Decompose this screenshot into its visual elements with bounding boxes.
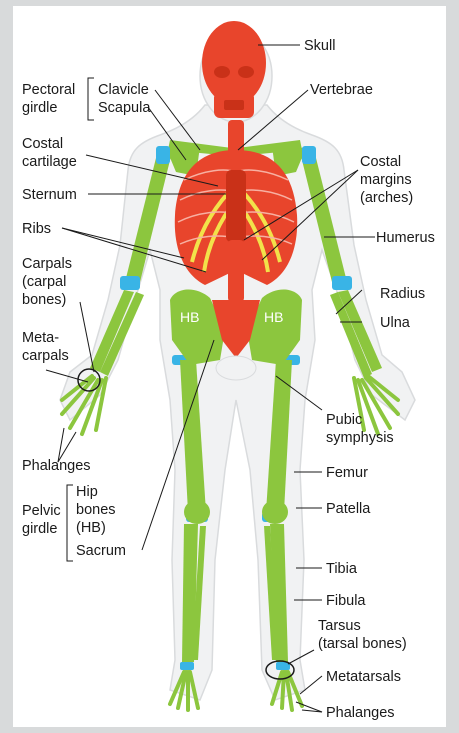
label-scapula: Scapula [98, 100, 151, 116]
label-pubic-symphysis-1: Pubic [326, 412, 362, 428]
label-humerus: Humerus [376, 230, 435, 246]
label-carpals-3: bones) [22, 292, 66, 308]
label-ulna: Ulna [380, 315, 411, 331]
label-sacrum: Sacrum [76, 543, 126, 559]
label-metacarpals-1: Meta- [22, 330, 59, 346]
label-skull: Skull [304, 38, 335, 54]
label-costal-margins-2: margins [360, 172, 412, 188]
label-radius: Radius [380, 286, 425, 302]
label-phalanges-foot: Phalanges [326, 705, 395, 721]
label-carpals-2: (carpal [22, 274, 66, 290]
label-pectoral-girdle-1: Pectoral [22, 82, 75, 98]
label-phalanges-hand: Phalanges [22, 458, 91, 474]
label-costal-cartilage-2: cartilage [22, 154, 77, 170]
label-clavicle: Clavicle [98, 82, 149, 98]
label-hip-bones-1: Hip [76, 484, 98, 500]
label-hb-left: HB [180, 309, 199, 325]
label-patella: Patella [326, 501, 371, 517]
label-femur: Femur [326, 465, 368, 481]
label-hip-bones-2: bones [76, 502, 116, 518]
label-pectoral-girdle-2: girdle [22, 100, 57, 116]
label-vertebrae: Vertebrae [310, 82, 373, 98]
label-pubic-symphysis-2: symphysis [326, 430, 394, 446]
label-tibia: Tibia [326, 561, 358, 577]
label-ribs: Ribs [22, 221, 51, 237]
label-metatarsals: Metatarsals [326, 669, 401, 685]
label-hb-right: HB [264, 309, 283, 325]
label-pelvic-girdle-2: girdle [22, 521, 57, 537]
label-costal-margins-1: Costal [360, 154, 401, 170]
label-costal-cartilage-1: Costal [22, 136, 63, 152]
label-tarsus-1: Tarsus [318, 618, 361, 634]
label-metacarpals-2: carpals [22, 348, 69, 364]
label-sternum: Sternum [22, 187, 77, 203]
label-costal-margins-3: (arches) [360, 190, 413, 206]
label-pelvic-girdle-1: Pelvic [22, 503, 61, 519]
label-tarsus-2: (tarsal bones) [318, 636, 407, 652]
label-carpals-1: Carpals [22, 256, 72, 272]
label-hip-bones-3: (HB) [76, 520, 106, 536]
label-fibula: Fibula [326, 593, 366, 609]
